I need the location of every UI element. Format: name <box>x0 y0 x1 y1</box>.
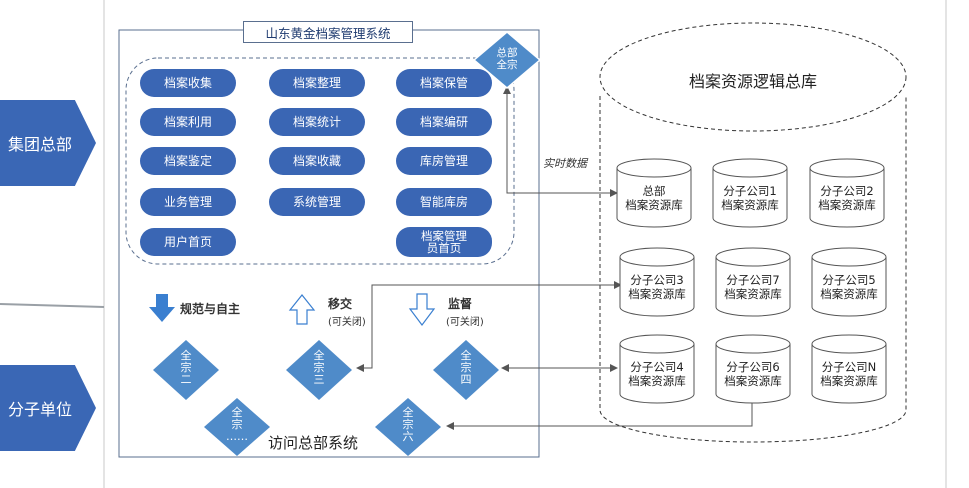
module-archive-statistics[interactable]: 档案统计 <box>269 108 365 136</box>
module-archive-use[interactable]: 档案利用 <box>140 108 236 136</box>
module-archivist-home[interactable]: 档案管理员首页 <box>396 227 492 257</box>
access-hq-system-label: 访问总部系统 <box>268 434 359 452</box>
repo-title: 档案资源逻辑总库 <box>688 72 817 91</box>
legend-norm: 规范与自主 <box>180 302 241 316</box>
module-archive-appraisal[interactable]: 档案鉴定 <box>140 147 236 175</box>
side-label-group-hq: 集团总部 <box>0 100 96 186</box>
module-archive-organize[interactable]: 档案整理 <box>269 69 365 97</box>
legend-supervise-note: (可关闭) <box>446 317 484 328</box>
down-arrow-icon <box>149 294 175 322</box>
up-arrow-outline-icon <box>288 294 316 325</box>
fonds-two: 全宗二 <box>180 349 192 386</box>
module-archive-collect[interactable]: 档案收藏 <box>269 147 365 175</box>
module-user-home[interactable]: 用户首页 <box>140 228 236 256</box>
fonds-ellipsis: 全宗…… <box>226 406 248 443</box>
fonds-six: 全宗六 <box>402 406 414 443</box>
module-business-management[interactable]: 业务管理 <box>140 188 236 216</box>
module-archive-compile[interactable]: 档案编研 <box>396 108 492 136</box>
module-archive-custody[interactable]: 档案保管 <box>396 69 492 97</box>
down-arrow-outline-icon <box>408 293 436 326</box>
module-archive-collection[interactable]: 档案收集 <box>140 69 236 97</box>
legend-supervise: 监督 <box>448 297 473 311</box>
hq-fonds-badge: 总部 全宗 <box>496 47 518 71</box>
system-title: 山东黄金档案管理系统 <box>243 21 413 43</box>
side-label-subsidiaries: 分子单位 <box>0 365 96 451</box>
module-smart-warehouse[interactable]: 智能库房 <box>396 188 492 216</box>
module-warehouse-management[interactable]: 库房管理 <box>396 147 492 175</box>
fonds-four: 全宗四 <box>460 349 472 386</box>
legend-transfer-note: (可关闭) <box>328 317 366 328</box>
fonds-three: 全宗三 <box>313 349 325 386</box>
realtime-data-label: 实时数据 <box>543 157 587 170</box>
repo-hq: 总部档案资源库 <box>625 184 683 212</box>
legend-transfer: 移交 <box>328 297 353 311</box>
module-system-management[interactable]: 系统管理 <box>269 188 365 216</box>
